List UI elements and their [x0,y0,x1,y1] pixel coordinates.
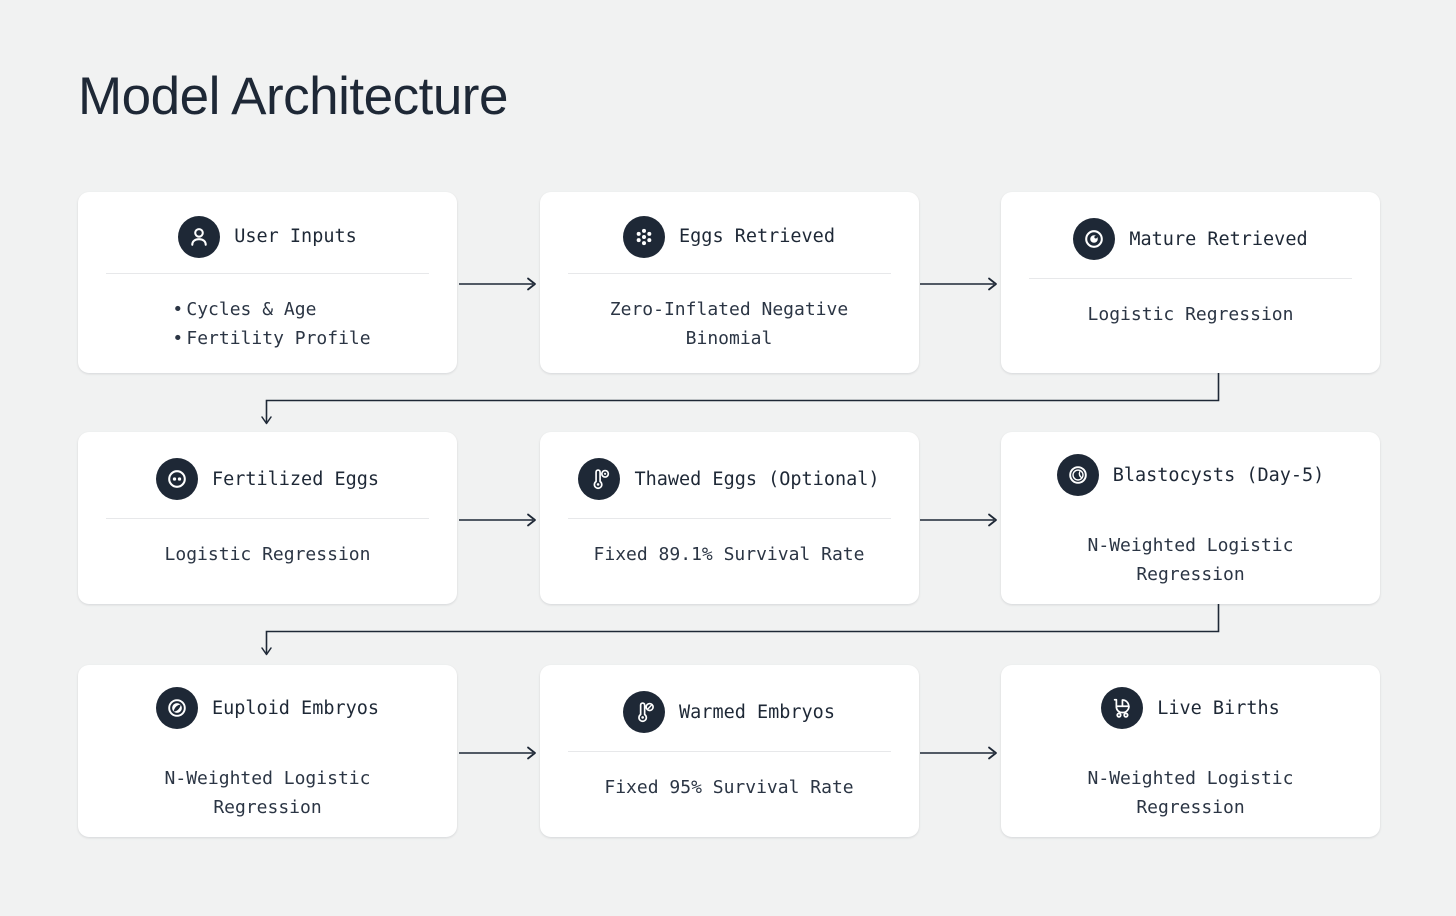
card-body-text: Fixed 95% Survival Rate [604,777,854,798]
mature-egg-icon [1073,218,1116,260]
egg-cluster-dots-icon [623,215,666,258]
flow-row-3: Euploid Embryos N-Weighted Logistic Regr… [78,665,1380,837]
card-header: Blastocysts (Day-5) [1027,454,1354,496]
card-body-text: Fixed 89.1% Survival Rate [593,544,865,565]
list-item-label: Cycles & Age [186,299,317,320]
card-live-births[interactable]: Live Births N-Weighted Logistic Regressi… [1001,665,1380,837]
card-body: Logistic Regression [104,519,431,584]
list-item-label: Fertility Profile [186,328,371,349]
card-title: Mature Retrieved [1129,228,1308,250]
architecture-flow-grid: User Inputs •Cycles & Age •Fertility Pro… [78,192,1380,837]
card-body-text: N-Weighted Logistic Regression [1087,768,1294,818]
card-body: Logistic Regression [1027,279,1354,353]
card-body: Zero-Inflated Negative Binomial [566,274,893,353]
arrow-right-icon [920,512,1002,527]
card-header: Eggs Retrieved [566,214,893,259]
flow-row-1: User Inputs •Cycles & Age •Fertility Pro… [78,192,1380,373]
card-eggs-retrieved[interactable]: Eggs Retrieved Zero-Inflated Negative Bi… [539,192,919,373]
card-title: Blastocysts (Day-5) [1112,464,1325,486]
bullet-marker: • [172,299,184,320]
card-title: Fertilized Eggs [211,468,380,490]
arrow-right-icon [459,745,541,760]
page-title: Model Architecture [78,67,508,126]
card-body-text: N-Weighted Logistic Regression [1087,535,1294,585]
card-header: Mature Retrieved [1027,214,1354,264]
card-divider [1029,278,1352,279]
card-title: Eggs Retrieved [679,226,835,248]
card-body-text: Logistic Regression [164,544,371,565]
thermometer-egg-icon [578,458,621,500]
card-title: Live Births [1157,697,1280,719]
stroller-icon [1101,687,1144,729]
euploid-embryo-icon [155,687,198,729]
user-icon [178,215,221,258]
thermometer-embryo-icon [623,691,666,733]
blastocyst-icon [1056,454,1099,496]
card-divider [567,273,891,274]
card-body-text: Logistic Regression [1087,304,1294,325]
card-header: Fertilized Eggs [104,454,431,504]
bullet-marker: • [172,328,184,349]
arrow-right-icon [459,512,541,527]
zygote-two-dot-icon [155,458,198,500]
flow-row-2: Fertilized Eggs Logistic Regression [78,432,1380,604]
card-blastocysts[interactable]: Blastocysts (Day-5) N-Weighted Logistic … [1001,432,1380,604]
card-divider [106,518,429,519]
card-divider [567,518,891,519]
list-item: •Fertility Profile [172,324,370,353]
user-inputs-list: •Cycles & Age •Fertility Profile [164,295,370,353]
card-header: Live Births [1027,687,1354,729]
card-header: User Inputs [104,214,431,259]
card-divider [567,751,891,752]
card-body: N-Weighted Logistic Regression [104,743,431,822]
card-warmed-embryos[interactable]: Warmed Embryos Fixed 95% Survival Rate [539,665,919,837]
card-body: •Cycles & Age •Fertility Profile [104,274,431,353]
card-body: Fixed 95% Survival Rate [566,752,893,817]
arrow-right-icon [920,276,1002,291]
card-header: Euploid Embryos [104,687,431,729]
card-user-inputs[interactable]: User Inputs •Cycles & Age •Fertility Pro… [78,192,457,373]
arrow-wrap-down-left-icon [78,373,1380,431]
card-body: Fixed 89.1% Survival Rate [566,519,893,584]
card-mature-retrieved[interactable]: Mature Retrieved Logistic Regression [1001,192,1380,373]
card-title: Warmed Embryos [679,701,835,723]
card-title: User Inputs [234,226,357,248]
arrow-wrap-down-left-icon [78,604,1380,662]
card-divider [106,273,429,274]
card-title: Euploid Embryos [211,697,380,719]
card-title: Thawed Eggs (Optional) [634,468,880,490]
card-fertilized-eggs[interactable]: Fertilized Eggs Logistic Regression [78,432,457,604]
card-body: N-Weighted Logistic Regression [1027,743,1354,822]
card-header: Thawed Eggs (Optional) [566,454,893,504]
card-thawed-eggs[interactable]: Thawed Eggs (Optional) Fixed 89.1% Survi… [539,432,919,604]
card-body-text: Zero-Inflated Negative Binomial [609,299,849,349]
card-body: N-Weighted Logistic Regression [1027,510,1354,589]
arrow-right-icon [920,745,1002,760]
card-body-text: N-Weighted Logistic Regression [164,768,371,818]
card-euploid-embryos[interactable]: Euploid Embryos N-Weighted Logistic Regr… [78,665,457,837]
arrow-right-icon [459,276,541,291]
card-header: Warmed Embryos [566,687,893,737]
list-item: •Cycles & Age [172,295,370,324]
